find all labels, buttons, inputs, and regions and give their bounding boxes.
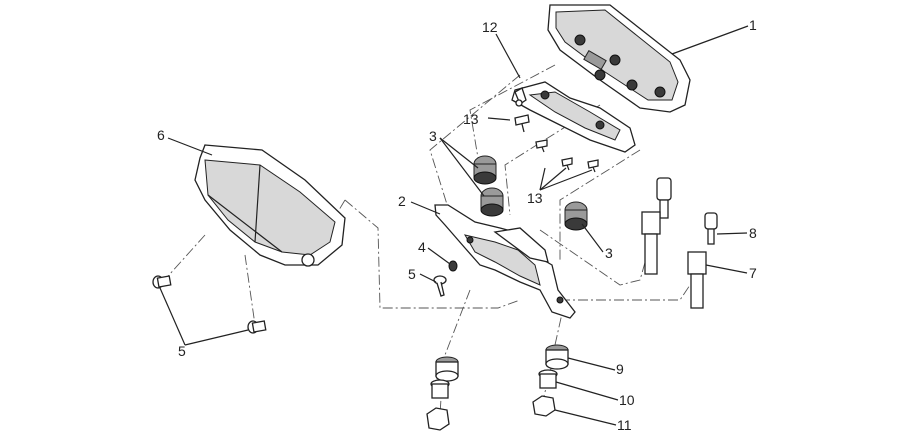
callout-12: 12	[482, 19, 498, 35]
callout-11: 11	[617, 417, 632, 432]
sleeves-part-10	[430, 369, 558, 399]
spacer-part-7	[641, 211, 707, 309]
callout-4: 4	[418, 239, 426, 255]
callout-5-center: 5	[408, 266, 416, 282]
callout-13-lower: 13	[527, 190, 543, 206]
callout-13-upper: 13	[463, 111, 479, 127]
callout-5-left: 5	[178, 343, 186, 359]
leader-lines	[159, 25, 749, 426]
callout-7: 7	[749, 265, 757, 281]
callout-10: 10	[619, 392, 635, 408]
nuts-part-11	[426, 395, 556, 431]
callout-2: 2	[398, 193, 406, 209]
support-bracket-part-2	[434, 204, 576, 319]
mounting-plate-part-12	[511, 81, 636, 153]
screws-part-5-left	[152, 275, 267, 334]
callout-3-upper: 3	[429, 128, 437, 144]
callout-8: 8	[749, 225, 757, 241]
screws-part-13	[514, 114, 599, 173]
callout-9: 9	[616, 361, 624, 377]
bolt-part-8-upper	[656, 177, 718, 245]
callout-1: 1	[749, 17, 757, 33]
bushings-part-3	[473, 155, 588, 231]
callout-labels: 1 2 3 3 4 5 5 6 7 8 9 10 11 12 13 13	[157, 17, 757, 432]
callout-3-right: 3	[605, 245, 613, 261]
instrument-panel-part-1	[547, 4, 691, 113]
fasteners-part-4-5	[433, 260, 458, 297]
instrument-cover-part-6	[194, 144, 346, 267]
callout-6: 6	[157, 127, 165, 143]
